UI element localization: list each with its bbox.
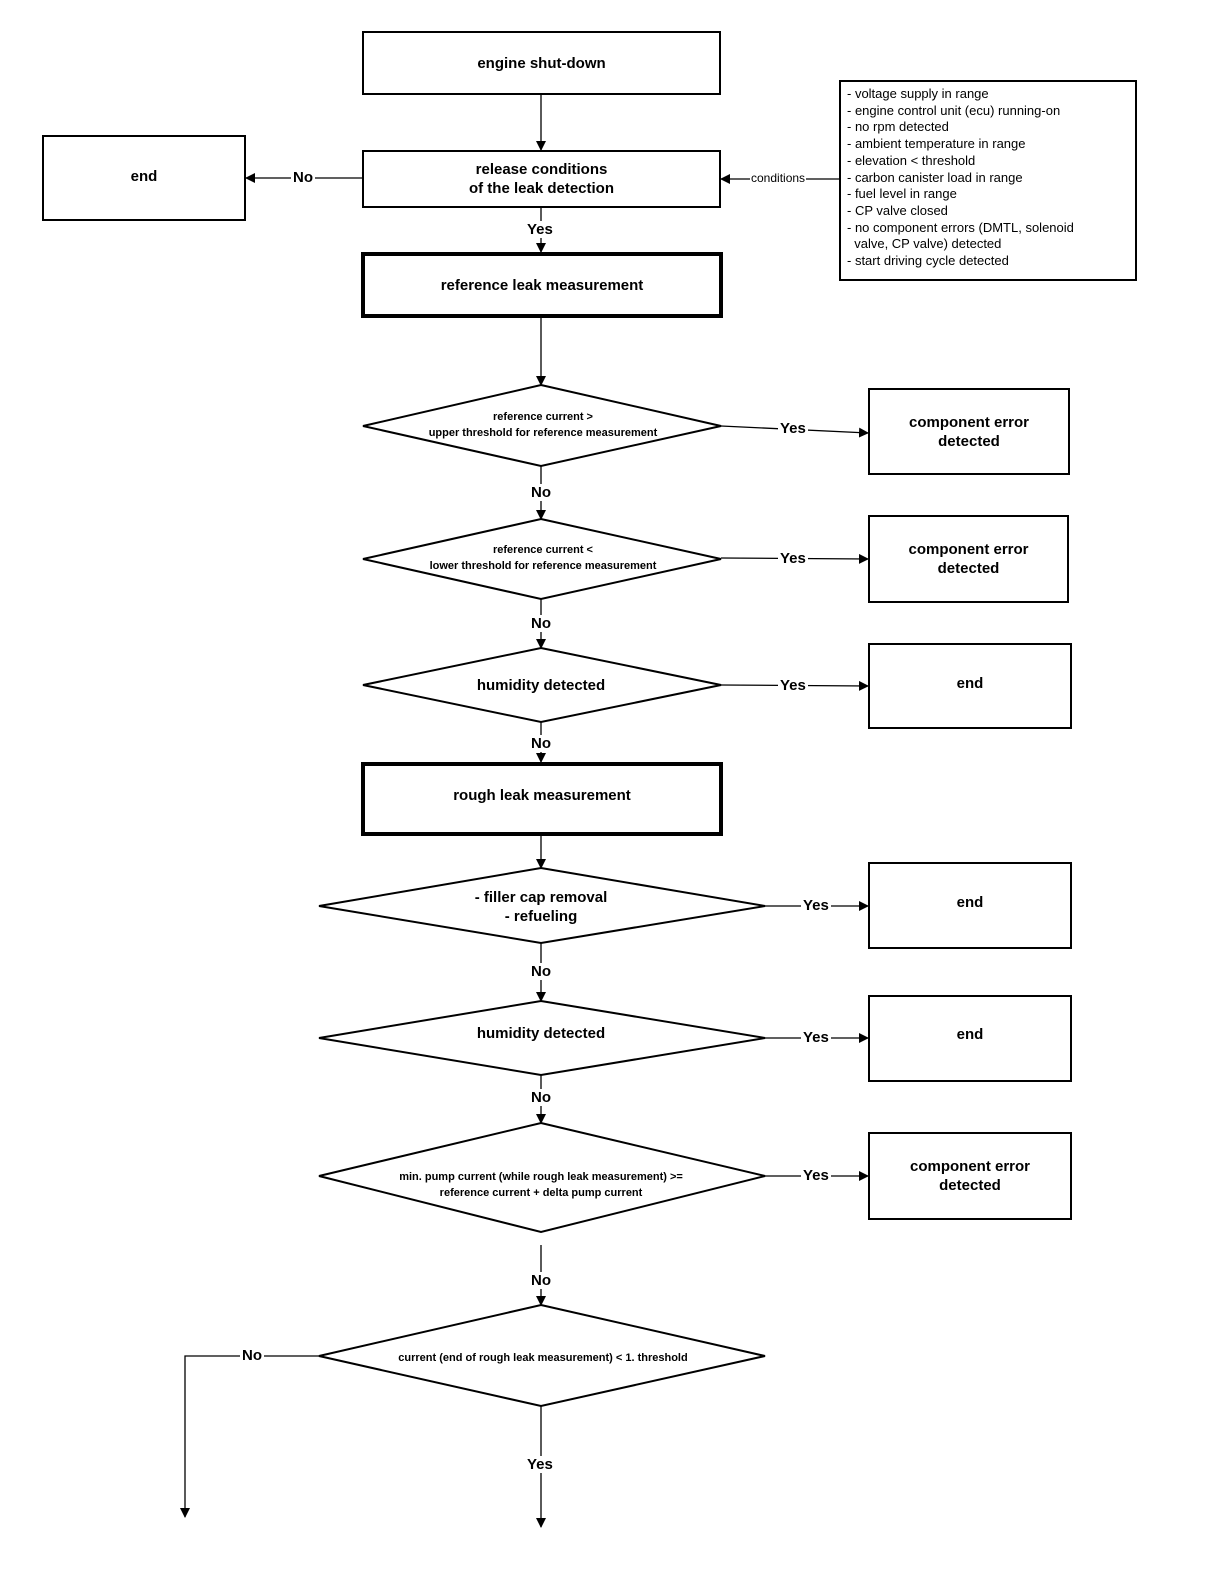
component-error-box-1: component error detected xyxy=(868,388,1070,475)
label-no-decision1: No xyxy=(529,484,553,501)
decision-humidity-2-text: humidity detected xyxy=(420,1021,662,1045)
condition-item: valve, CP valve) detected xyxy=(847,236,1002,252)
label-no-currentend: No xyxy=(240,1347,264,1364)
condition-item: - elevation < threshold xyxy=(847,152,976,168)
label-yes-filler: Yes xyxy=(801,897,831,914)
label-yes-minpump: Yes xyxy=(801,1167,831,1184)
label-yes-decision2: Yes xyxy=(778,550,808,567)
decision-current-end-text: current (end of rough leak measurement) … xyxy=(350,1348,736,1368)
component-error-3-line1: component error xyxy=(909,1158,1030,1175)
decision-min-pump-shape xyxy=(318,1121,766,1234)
label-no-filler: No xyxy=(529,963,553,980)
decision-ref-lower-line1: reference current < xyxy=(493,544,593,556)
decision-filler-cap-line2: - refueling xyxy=(504,908,578,925)
decision-ref-upper-text: reference current > upper threshold for … xyxy=(398,405,688,445)
end-2-label: end xyxy=(956,894,984,911)
condition-item: - start driving cycle detected xyxy=(847,253,1009,269)
label-no-decision2: No xyxy=(529,615,553,632)
decision-filler-cap-text: - filler cap removal - refueling xyxy=(420,886,662,928)
decision-min-pump-line2: reference current + delta pump current xyxy=(439,1187,643,1199)
decision-humidity-2-label: humidity detected xyxy=(476,1024,606,1042)
end-box-1: end xyxy=(868,643,1072,729)
label-no-release: No xyxy=(291,169,315,186)
condition-item: - no component errors (DMTL, solenoid xyxy=(847,219,1074,235)
decision-current-end-label: current (end of rough leak measurement) … xyxy=(398,1352,688,1364)
component-error-1-line2: detected xyxy=(938,432,1000,450)
decision-filler-cap-line1: - filler cap removal xyxy=(474,889,608,906)
end-box-2: end xyxy=(868,862,1072,949)
rough-leak-measurement-label: rough leak measurement xyxy=(453,787,631,804)
label-yes-decision1: Yes xyxy=(778,420,808,437)
release-conditions-box: release conditions of the leak detection xyxy=(362,150,721,208)
label-no-humidity2: No xyxy=(529,1089,553,1106)
label-no-minpump: No xyxy=(529,1272,553,1289)
component-error-box-3: component error detected xyxy=(868,1132,1072,1220)
decision-humidity-1-shape xyxy=(362,646,722,724)
decision-ref-upper-line2: upper threshold for reference measuremen… xyxy=(428,427,658,439)
conditions-list-box: - voltage supply in range - engine contr… xyxy=(839,80,1137,281)
conditions-connector-label: conditions xyxy=(750,171,807,186)
release-conditions-line2: of the leak detection xyxy=(468,180,615,197)
condition-item: - voltage supply in range xyxy=(847,86,989,101)
reference-leak-measurement-label: reference leak measurement xyxy=(440,276,644,294)
decision-current-end-shape xyxy=(318,1303,766,1408)
condition-item: - engine control unit (ecu) running-on xyxy=(847,102,1061,118)
component-error-2-line1: component error xyxy=(908,541,1029,558)
label-yes-currentend: Yes xyxy=(525,1456,555,1473)
end-left-box: end xyxy=(42,135,246,221)
release-conditions-line1: release conditions xyxy=(475,161,608,178)
decision-min-pump-line1: min. pump current (while rough leak meas… xyxy=(399,1171,683,1183)
decision-ref-lower-line2: lower threshold for reference measuremen… xyxy=(429,560,657,572)
decision-ref-upper-line1: reference current > xyxy=(493,411,593,423)
label-yes-release: Yes xyxy=(525,221,555,238)
decision-ref-lower-shape xyxy=(362,517,722,601)
component-error-1-line1: component error xyxy=(908,413,1029,431)
label-yes-humidity1: Yes xyxy=(778,677,808,694)
end-box-3: end xyxy=(868,995,1072,1082)
decision-ref-upper-shape xyxy=(362,383,722,468)
engine-shutdown-box: engine shut-down xyxy=(362,31,721,95)
decision-min-pump-text: min. pump current (while rough leak meas… xyxy=(356,1165,726,1205)
engine-shutdown-label: engine shut-down xyxy=(477,54,606,72)
decision-humidity-2-shape xyxy=(318,999,766,1077)
condition-item: - CP valve closed xyxy=(847,202,948,218)
decision-humidity-1-text: humidity detected xyxy=(420,673,662,697)
rough-leak-measurement-box: rough leak measurement xyxy=(361,762,723,836)
label-yes-humidity2: Yes xyxy=(801,1029,831,1046)
connector-currentend-no xyxy=(180,1355,319,1518)
end-3-label: end xyxy=(956,1026,984,1043)
reference-leak-measurement-box: reference leak measurement xyxy=(361,252,723,318)
label-no-humidity1: No xyxy=(529,735,553,752)
condition-item: - fuel level in range xyxy=(847,186,957,202)
end-1-label: end xyxy=(956,675,984,692)
end-left-label: end xyxy=(130,168,158,185)
component-error-3-line2: detected xyxy=(939,1177,1001,1194)
component-error-box-2: component error detected xyxy=(868,515,1069,603)
component-error-2-line2: detected xyxy=(937,560,1000,577)
decision-filler-cap-shape xyxy=(318,866,766,945)
decision-humidity-1-label: humidity detected xyxy=(476,676,606,694)
condition-item: - ambient temperature in range xyxy=(847,136,1026,152)
condition-item: - no rpm detected xyxy=(847,119,949,135)
decision-ref-lower-text: reference current < lower threshold for … xyxy=(398,538,688,578)
condition-item: - carbon canister load in range xyxy=(847,169,1023,185)
